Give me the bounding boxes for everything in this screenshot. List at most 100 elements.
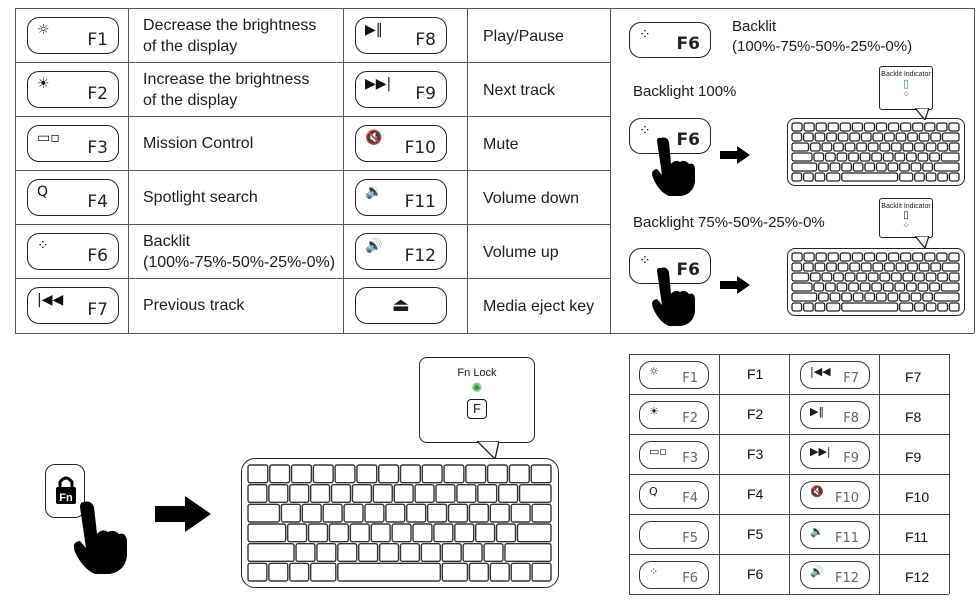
keyboard-key bbox=[882, 152, 894, 162]
keyboard-key bbox=[833, 272, 844, 282]
keyboard-key bbox=[829, 162, 841, 172]
backlight-key-press-2: ⁘ F6 bbox=[629, 248, 711, 284]
keyboard-key bbox=[372, 483, 393, 504]
keyboard-key bbox=[465, 464, 487, 484]
keyboard-key bbox=[289, 483, 310, 504]
key-f8: ▶‖ F8 bbox=[355, 17, 447, 54]
row-divider bbox=[629, 474, 949, 475]
keyboard-key bbox=[247, 523, 287, 543]
row-divider bbox=[629, 514, 949, 515]
key-label: F12 bbox=[834, 571, 859, 586]
arrow-right-icon bbox=[155, 496, 211, 532]
keyboard-key bbox=[364, 503, 385, 523]
keyboard-keys bbox=[247, 464, 552, 582]
keyboard-key bbox=[902, 272, 914, 282]
keyboard-key bbox=[791, 252, 803, 262]
keyboard-key bbox=[309, 562, 337, 582]
key-label: F5 bbox=[682, 531, 698, 546]
key-f11: 🔉 F11 bbox=[355, 179, 447, 216]
volume-up-icon: 🔊 bbox=[810, 565, 824, 578]
volume-down-icon: 🔉 bbox=[810, 525, 824, 538]
keyboard-key bbox=[829, 292, 841, 302]
keyboard-key bbox=[791, 262, 803, 272]
keyboard-key bbox=[948, 252, 960, 262]
keyboard-key bbox=[814, 132, 826, 142]
backlight-indicator-bubble: Backlit Indicator ▯ ⁘ bbox=[879, 198, 933, 238]
keyboard-key bbox=[910, 162, 922, 172]
row-divider bbox=[15, 170, 610, 171]
keyboard-illustration bbox=[787, 248, 965, 316]
key-label: F11 bbox=[834, 531, 859, 546]
volume-up-icon: 🔊 bbox=[365, 238, 383, 254]
keyboard-key bbox=[922, 162, 934, 172]
key-f7: |◀◀ F7 bbox=[800, 361, 870, 389]
keyboard-key bbox=[385, 503, 406, 523]
keyboard-key bbox=[391, 523, 412, 543]
keyboard-key bbox=[378, 542, 400, 563]
keyboard-key bbox=[871, 282, 883, 292]
fn-key-name: F5 bbox=[747, 526, 764, 542]
keyboard-key bbox=[933, 162, 960, 172]
keyboard-key bbox=[948, 302, 960, 312]
key-f7: |◀◀ F7 bbox=[27, 287, 119, 324]
keyboard-key bbox=[929, 152, 940, 162]
keyboard-key bbox=[930, 262, 942, 272]
key-label: F8 bbox=[415, 30, 436, 50]
table-border-right bbox=[949, 354, 950, 594]
keyboard-key bbox=[852, 162, 864, 172]
next-track-icon: ▶▶| bbox=[365, 76, 392, 92]
keyboard-key bbox=[899, 252, 912, 262]
step2-label: Backlight 75%-50%-25%-0% bbox=[633, 214, 825, 231]
arrow-right-icon bbox=[720, 146, 750, 164]
pointing-hand-icon bbox=[73, 501, 127, 574]
keyboard-key bbox=[791, 122, 803, 132]
backlight-key: ⁘ F6 bbox=[629, 22, 711, 58]
keyboard-key bbox=[924, 122, 936, 132]
keyboard-key bbox=[817, 162, 829, 172]
key-label: F10 bbox=[834, 491, 859, 506]
keyboard-key bbox=[887, 122, 900, 132]
key-f1: ☼ F1 bbox=[27, 17, 119, 54]
key-label: F6 bbox=[87, 246, 108, 266]
key-label: F4 bbox=[682, 491, 698, 506]
keyboard-key bbox=[343, 503, 364, 523]
keyboard-key bbox=[802, 302, 814, 312]
keyboard-key bbox=[933, 292, 960, 302]
keyboard-key bbox=[447, 503, 469, 523]
keyboard-key bbox=[867, 142, 879, 152]
keyboard-key bbox=[875, 162, 887, 172]
backlight-icon: ⁘ bbox=[37, 238, 49, 254]
keyboard-key bbox=[247, 464, 269, 484]
eject-icon: ⏏ bbox=[392, 294, 410, 316]
keyboard-key bbox=[406, 503, 427, 523]
keyboard-key bbox=[917, 152, 929, 162]
table-border-top bbox=[15, 8, 974, 9]
row-divider bbox=[15, 62, 610, 63]
keyboard-key bbox=[914, 172, 925, 182]
indicator-led-icon: ▯ bbox=[903, 210, 909, 221]
keyboard-key bbox=[841, 302, 899, 312]
fn-key-label: Fn bbox=[59, 492, 73, 504]
keyboard-key bbox=[894, 152, 906, 162]
keyboard-key bbox=[844, 142, 856, 152]
keyboard-key bbox=[497, 483, 519, 504]
keyboard-key bbox=[924, 252, 936, 262]
column-divider bbox=[610, 8, 611, 333]
brightness-up-icon: ☀ bbox=[37, 76, 50, 92]
keyboard-key bbox=[791, 142, 810, 152]
keyboard-key bbox=[890, 272, 902, 282]
keyboard-key bbox=[872, 132, 884, 142]
keyboard-key bbox=[948, 122, 960, 132]
f-key-icon: F bbox=[467, 399, 487, 419]
keyboard-key bbox=[917, 282, 929, 292]
keyboard-key bbox=[247, 562, 268, 582]
keyboard-key bbox=[378, 464, 400, 484]
backlight-icon: ⁘ bbox=[639, 27, 651, 43]
keyboard-key bbox=[826, 172, 841, 182]
backlight-icon: ⁘ bbox=[639, 123, 651, 139]
mission-control-icon: ▭▫ bbox=[649, 445, 667, 458]
pointing-hand-icon bbox=[652, 137, 695, 196]
keyboard-key bbox=[791, 132, 803, 142]
keyboard-key bbox=[841, 172, 899, 182]
